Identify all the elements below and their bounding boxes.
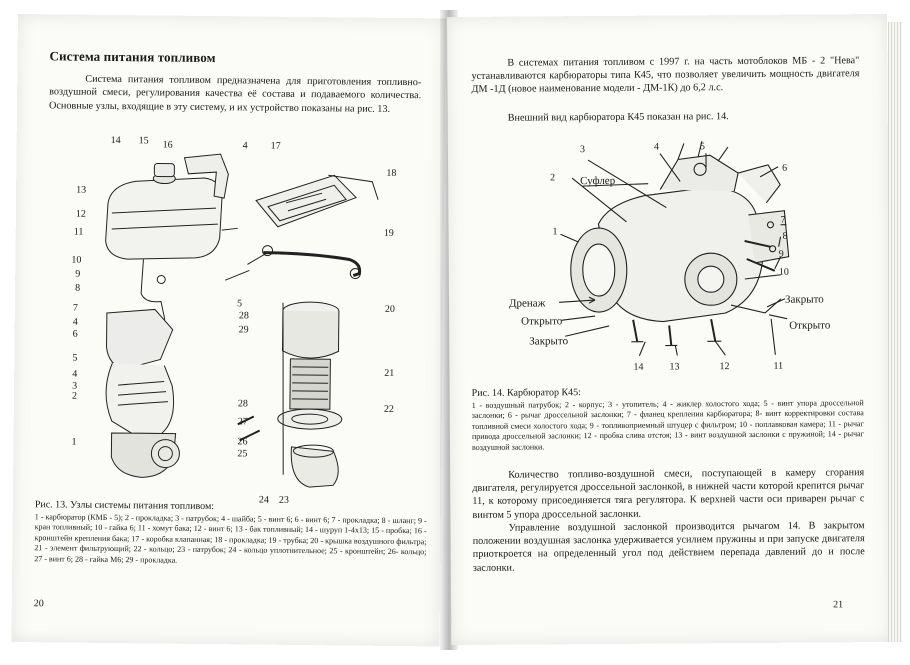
- svg-text:5: 5: [72, 353, 77, 364]
- svg-text:14: 14: [111, 135, 121, 146]
- svg-text:22: 22: [384, 404, 394, 415]
- fuel-tank-drawing: [105, 177, 223, 260]
- figure-13-caption-body: 1 - карбюратор (КМБ - 5); 2 - прокладка;…: [34, 511, 427, 565]
- carburetor-drawing: [106, 308, 174, 370]
- svg-text:2: 2: [550, 172, 555, 183]
- svg-text:4: 4: [243, 140, 248, 151]
- svg-text:28: 28: [239, 310, 249, 321]
- svg-text:3: 3: [72, 381, 77, 392]
- figure-14-numbers: 3 4 5 6 2 7 8 9 1 10 14 13 12 11: [550, 141, 789, 373]
- svg-text:4: 4: [72, 369, 77, 380]
- svg-text:11: 11: [74, 227, 84, 238]
- svg-text:2: 2: [72, 391, 77, 402]
- svg-text:6: 6: [73, 329, 78, 340]
- svg-text:17: 17: [271, 141, 281, 152]
- label-otkryto-2: Открыто: [789, 319, 831, 331]
- intro-paragraph: Система питания топливом предназначена д…: [48, 73, 422, 115]
- svg-text:8: 8: [75, 283, 80, 294]
- page-number-left: 20: [33, 598, 44, 610]
- svg-text:10: 10: [779, 267, 789, 278]
- svg-text:27: 27: [238, 416, 248, 427]
- svg-text:15: 15: [139, 135, 149, 146]
- svg-text:20: 20: [385, 304, 395, 315]
- label-otkryto-1: Открыто: [521, 315, 563, 327]
- svg-text:18: 18: [386, 168, 396, 179]
- svg-text:28: 28: [238, 398, 248, 409]
- svg-text:10: 10: [71, 255, 81, 266]
- svg-text:1: 1: [552, 226, 557, 237]
- svg-text:19: 19: [384, 228, 394, 239]
- svg-text:12: 12: [719, 361, 729, 372]
- svg-text:5: 5: [700, 141, 705, 152]
- k45-intro-paragraph: В системах питания топливом с 1997 г. на…: [471, 55, 860, 96]
- svg-text:7: 7: [73, 303, 78, 314]
- figure-14-diagram: Суфлер Дренаж Открыто Закрыто Закрыто От…: [509, 141, 831, 373]
- throttle-paragraph: Количество топливо-воздушной смеси, пост…: [472, 467, 865, 521]
- right-page: В системах питания топливом с 1997 г. на…: [447, 14, 892, 646]
- k45-figure-ref: Внешний вид карбюратора К45 показан на р…: [507, 111, 729, 124]
- label-zakryto-1: Закрыто: [529, 335, 568, 347]
- svg-text:12: 12: [76, 209, 86, 220]
- svg-text:9: 9: [779, 249, 784, 260]
- svg-text:7: 7: [780, 215, 785, 226]
- svg-text:6: 6: [782, 163, 787, 174]
- svg-text:3: 3: [580, 144, 585, 155]
- choke-paragraph: Управление воздушной заслонкой производи…: [472, 520, 865, 574]
- svg-text:16: 16: [163, 140, 173, 151]
- page-edges: [888, 22, 902, 642]
- svg-text:8: 8: [783, 231, 788, 242]
- svg-text:4: 4: [73, 317, 78, 328]
- left-page: Система питания топливом Система питания…: [11, 14, 446, 647]
- svg-text:25: 25: [237, 448, 247, 459]
- label-sufler: Суфлер: [580, 175, 616, 187]
- page-number-right: 21: [833, 599, 844, 611]
- svg-text:21: 21: [384, 368, 394, 379]
- svg-text:13: 13: [76, 185, 86, 196]
- svg-text:26: 26: [237, 436, 247, 447]
- figure-14-caption: Рис. 14. Карбюратор К45: 1 - воздушный п…: [472, 386, 864, 453]
- figure-13-caption: Рис. 13. Узлы системы питания топливом: …: [34, 499, 427, 569]
- svg-text:9: 9: [75, 269, 80, 280]
- svg-text:1: 1: [71, 437, 76, 448]
- svg-text:5: 5: [237, 298, 242, 309]
- valve-cover-drawing: [255, 174, 357, 228]
- svg-text:11: 11: [773, 361, 783, 372]
- svg-text:13: 13: [669, 361, 679, 372]
- svg-text:14: 14: [633, 362, 643, 373]
- label-zakryto-2: Закрыто: [785, 293, 824, 305]
- svg-text:24: 24: [259, 495, 269, 506]
- label-drenazh: Дренаж: [509, 297, 546, 309]
- section-title: Система питания топливом: [49, 48, 216, 66]
- svg-text:23: 23: [279, 495, 289, 506]
- svg-text:29: 29: [239, 324, 249, 335]
- figure-14-caption-body: 1 - воздушный патрубок; 2 - корпус; 3 - …: [471, 397, 864, 452]
- svg-text:4: 4: [654, 142, 659, 153]
